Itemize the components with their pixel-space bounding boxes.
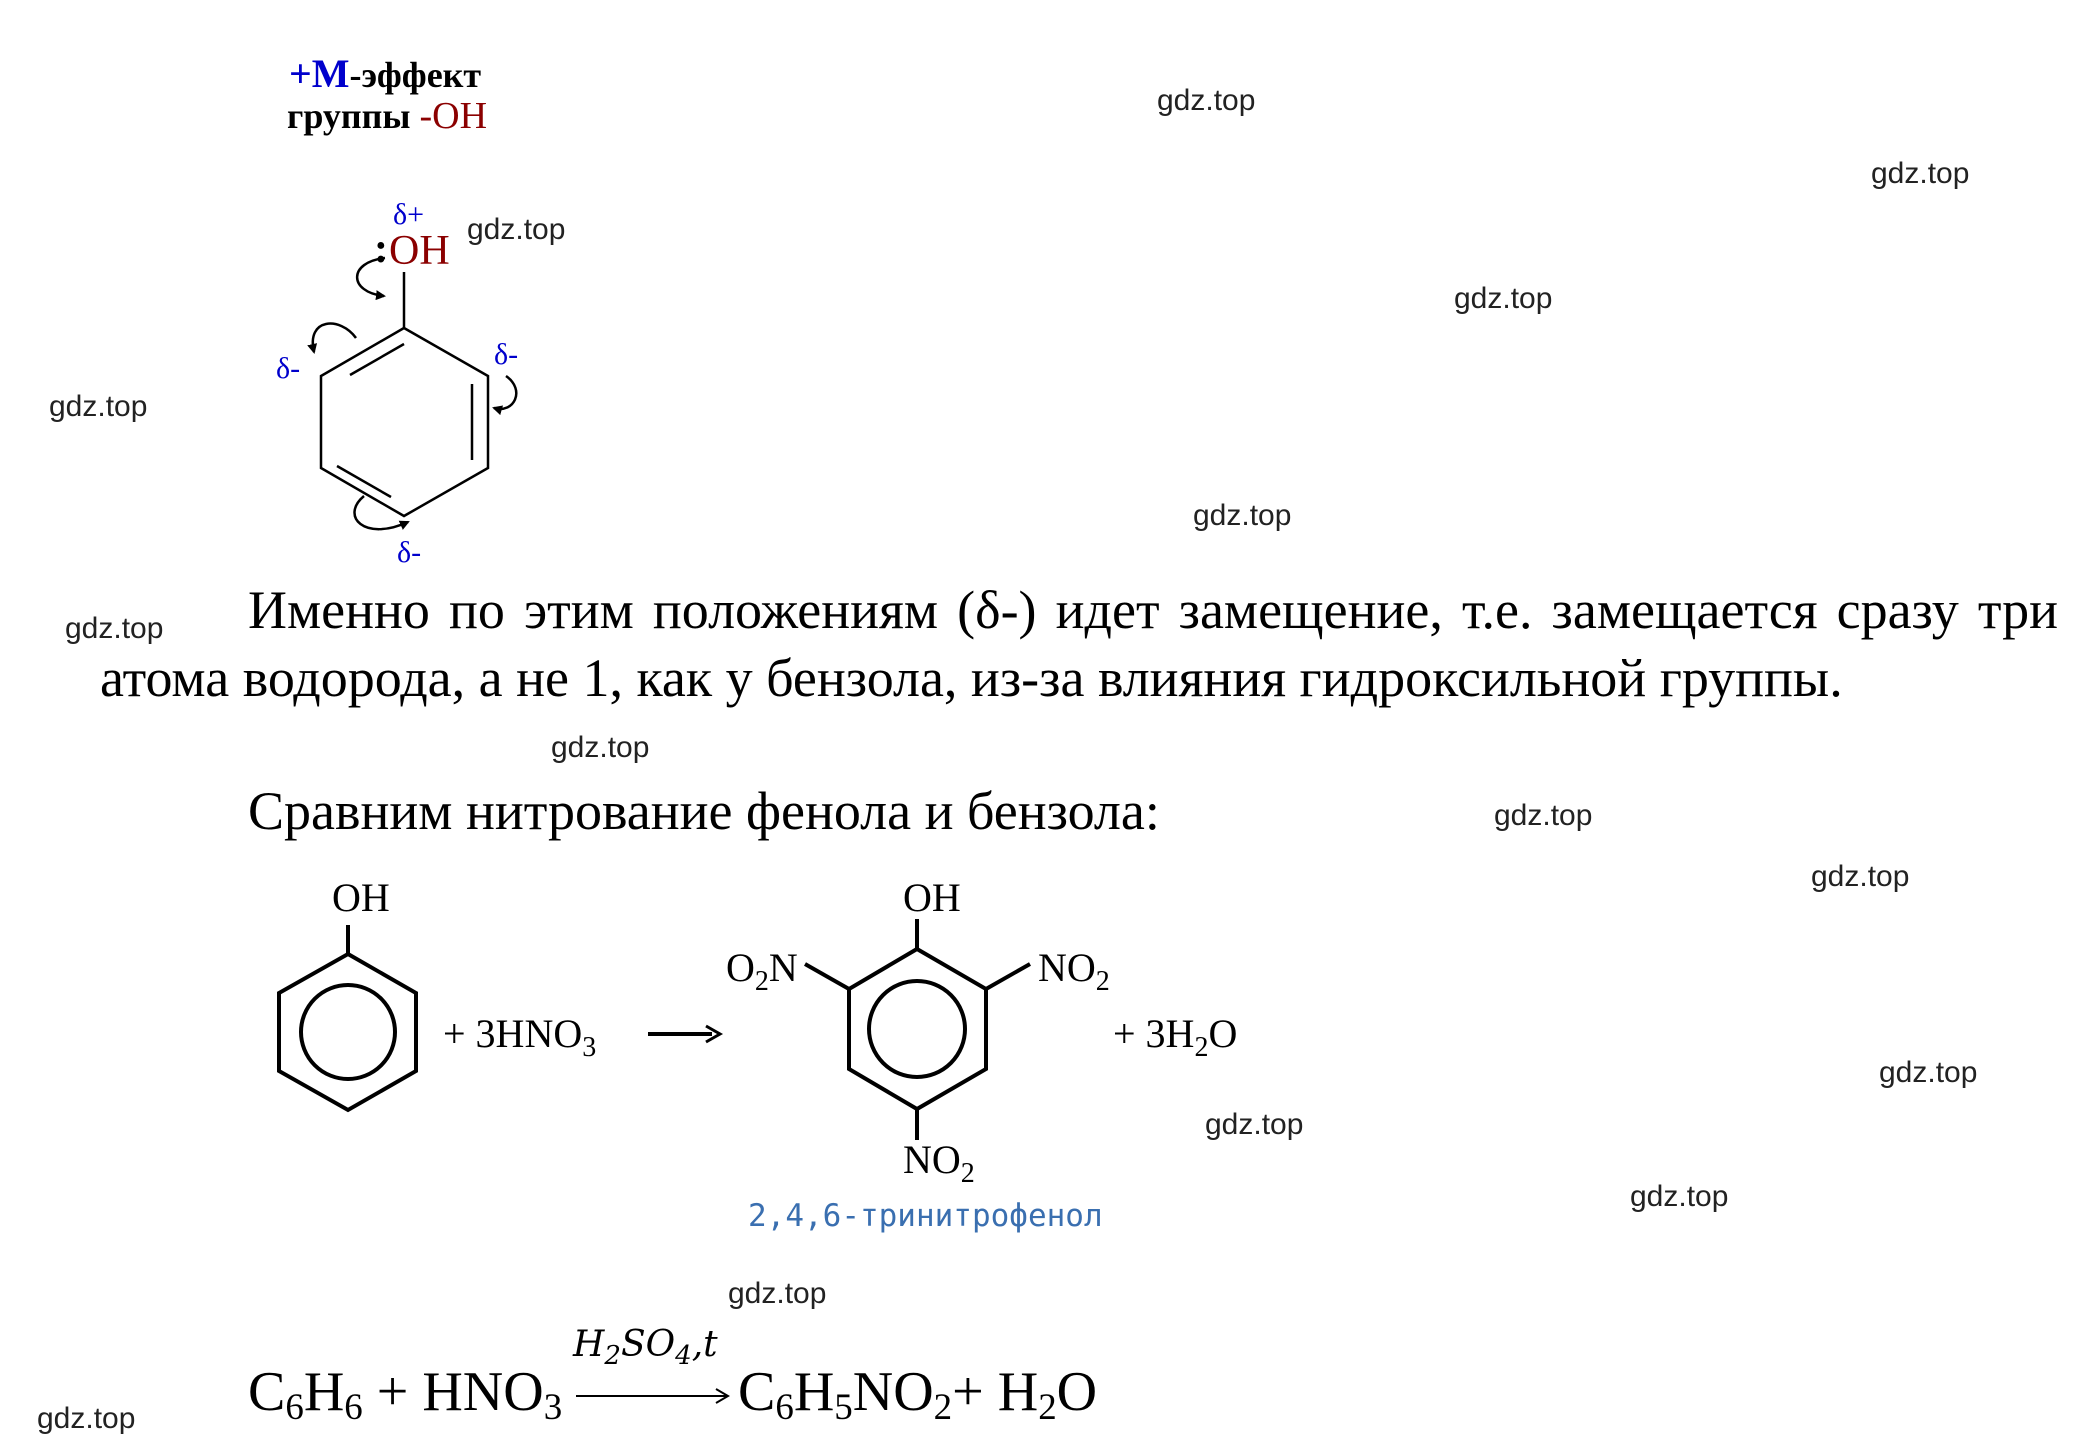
water-text: + 3H (1113, 1011, 1195, 1056)
delta-minus-bottom: δ- (397, 536, 422, 569)
watermark: gdz.top (551, 731, 650, 764)
plus-m-label: +M (289, 51, 350, 96)
eq-hno-sub: 3 (543, 1386, 563, 1428)
prod-no: NO (852, 1361, 934, 1423)
m-effect-caption: +M-эффект (289, 50, 481, 97)
product-name-label: 2,4,6-тринитрофенол (748, 1198, 1103, 1234)
watermark: gdz.top (1879, 1056, 1978, 1089)
watermark: gdz.top (37, 1402, 136, 1435)
substitution-paragraph: Именно по этим положениям (δ-) идет заме… (100, 580, 2058, 708)
watermark: gdz.top (1454, 282, 1553, 315)
prod-water-sub: 2 (1038, 1386, 1057, 1428)
watermark: gdz.top (1157, 84, 1256, 117)
watermark: gdz.top (49, 390, 148, 423)
reagent-text: + 3HNO (443, 1011, 583, 1056)
watermark: gdz.top (1630, 1180, 1729, 1213)
eq-h: H (303, 1361, 345, 1423)
watermark: gdz.top (728, 1277, 827, 1310)
nitric-acid-reagent: + 3HNO3 (443, 1010, 596, 1064)
prod-h: H (793, 1361, 835, 1423)
oh-diagram-label: OH (389, 228, 450, 274)
watermark: gdz.top (1811, 860, 1910, 893)
o2n-n: N (768, 945, 798, 990)
no2-bottom-text: NO (903, 1137, 961, 1182)
no2-right-text: NO (1038, 945, 1096, 990)
prod-water-o: O (1056, 1361, 1098, 1423)
prod-plus-h: + H (952, 1361, 1039, 1423)
reagent-subscript: 3 (582, 1032, 597, 1063)
watermark: gdz.top (467, 213, 566, 246)
watermark: gdz.top (1494, 799, 1593, 832)
cond-h: H (573, 1324, 605, 1365)
o2n-o: O (726, 945, 755, 990)
delta-plus-label: δ+ (393, 198, 425, 231)
comparison-heading: Сравним нитрование фенола и бензола: (248, 781, 1160, 841)
reaction-condition: H2SO4,t (573, 1324, 718, 1371)
prod-h-sub: 5 (834, 1386, 853, 1428)
no2-bottom-sub: 2 (960, 1158, 975, 1189)
eq-c-sub: 6 (285, 1386, 304, 1428)
cond-t: ,t (691, 1324, 718, 1365)
cond-so: SO (620, 1324, 676, 1365)
watermark: gdz.top (65, 612, 164, 645)
benzene-nitration-products: C6H5NO2+ H2O (738, 1360, 1097, 1428)
prod-no-sub: 2 (933, 1386, 953, 1428)
prod-c: C (738, 1361, 776, 1423)
watermark: gdz.top (1871, 157, 1970, 190)
o2n-sub: 2 (754, 966, 769, 997)
lone-pair-dots: : (374, 226, 388, 272)
oh-group-label: -OH (419, 95, 488, 137)
cond-sub1: 2 (604, 1341, 621, 1372)
no2-right-group: NO2 (1038, 944, 1110, 998)
eq-h-sub: 6 (344, 1386, 363, 1428)
delta-minus-right: δ- (494, 338, 519, 371)
eq-c: C (248, 1361, 286, 1423)
watermark: gdz.top (1193, 499, 1292, 532)
eq-plus-hno: + HNO (362, 1361, 544, 1423)
water-o: O (1208, 1011, 1238, 1056)
cond-sub2: 4 (675, 1341, 692, 1372)
effect-word: -эффект (349, 55, 482, 95)
prod-c-sub: 6 (775, 1386, 794, 1428)
water-sub: 2 (1194, 1032, 1209, 1063)
water-product: + 3H2O (1113, 1010, 1237, 1064)
delta-minus-left: δ- (276, 352, 301, 385)
product-oh: OH (903, 875, 961, 920)
watermark: gdz.top (1205, 1108, 1304, 1141)
no2-bottom-group: NO2 (903, 1136, 975, 1190)
benzene-nitration-equation: C6H6 + HNO3 (248, 1360, 562, 1428)
no2-right-sub: 2 (1095, 966, 1110, 997)
group-caption: группы -OH (287, 94, 487, 138)
reactant-oh: OH (332, 875, 390, 920)
group-word: группы (287, 96, 411, 136)
o2n-left-group: O2N (726, 944, 798, 998)
